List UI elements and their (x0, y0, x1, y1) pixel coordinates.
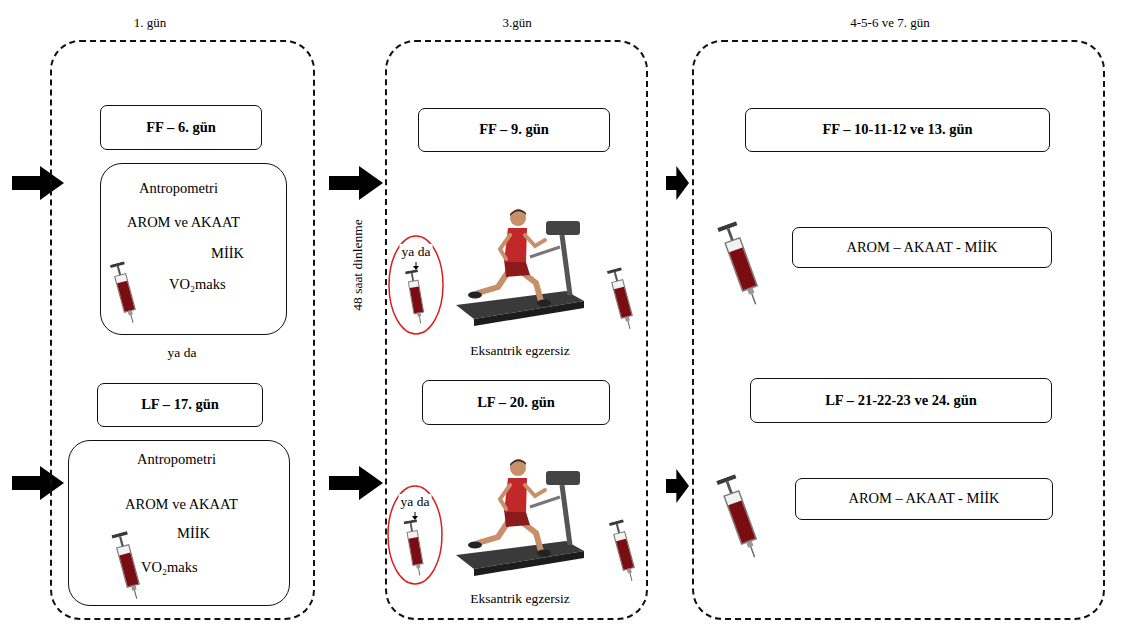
box-text: MİİK (211, 245, 244, 262)
panel-heading: 4-5-6 ve 7. gün (850, 15, 929, 31)
syringe-icon (112, 531, 145, 601)
day-box: LF – 20. gün (422, 380, 610, 425)
measurement-box: AntropometriAROM ve AKAAT MİİK VO₂maks (68, 440, 290, 606)
pointer-arrow-head (412, 516, 418, 520)
syringe-icon (717, 221, 765, 308)
day-box: AROM – AKAAT - MİİK (792, 227, 1052, 268)
box-text: MİİK (177, 525, 210, 542)
box-text: LF – 21-22-23 ve 24. gün (825, 392, 977, 409)
syringe-icon (716, 474, 764, 561)
box-text: FF – 6. gün (146, 119, 216, 136)
syringe-icon (404, 519, 427, 576)
box-text: VO₂maks (141, 559, 198, 576)
block-arrow (666, 166, 689, 200)
box-text: AROM – AKAAT - MİİK (846, 239, 997, 256)
box-text: AROM ve AKAAT (127, 214, 240, 231)
syringe-icon (405, 269, 427, 324)
photo-frame (448, 455, 592, 580)
box-text: LF – 17. gün (141, 396, 219, 413)
input-arrow (12, 466, 64, 500)
note-label: Eksantrik egzersiz (468, 591, 571, 607)
input-arrow (12, 166, 64, 200)
note-label: ya da (400, 244, 433, 260)
highlight-ellipse (388, 486, 442, 584)
photo-frame (448, 205, 592, 330)
pointer-arrow-head (413, 266, 419, 270)
day-panel: 1. günFF – 6. günAntropometriAROM ve AKA… (50, 40, 315, 620)
day-box: LF – 21-22-23 ve 24. gün (750, 378, 1052, 423)
day-panel: 4-5-6 ve 7. günFF – 10-11-12 ve 13. günA… (692, 40, 1105, 620)
block-arrow (666, 469, 689, 503)
box-text: LF – 20. gün (477, 394, 555, 411)
measurement-box: AntropometriAROM ve AKAAT MİİK VO₂maks (100, 163, 287, 335)
syringe-icon (110, 261, 140, 325)
syringe-icon (609, 519, 639, 583)
note-label: Eksantrik egzersiz (468, 343, 571, 359)
treadmill-illustration (456, 459, 584, 576)
rest-note: 48 saat dinlenme (350, 217, 366, 312)
highlight-ellipse (389, 236, 443, 334)
block-arrow (329, 166, 383, 200)
box-text: VO₂maks (169, 276, 226, 293)
treadmill-illustration (456, 209, 584, 326)
block-arrow (329, 466, 383, 500)
day-box: LF – 17. gün (97, 383, 263, 427)
note-label: ya da (399, 494, 432, 510)
box-text: AROM – AKAAT - MİİK (848, 490, 999, 507)
day-panel: 3.günFF – 9. günLF – 20. gün (385, 40, 648, 620)
box-text: Antropometri (137, 451, 216, 468)
box-text: FF – 10-11-12 ve 13. gün (822, 121, 972, 138)
day-box: FF – 10-11-12 ve 13. gün (745, 108, 1050, 152)
syringe-icon (607, 267, 637, 331)
day-box: AROM – AKAAT - MİİK (795, 478, 1053, 520)
panel-heading: 3.gün (502, 15, 531, 31)
box-text: AROM ve AKAAT (125, 496, 238, 513)
box-text: FF – 9. gün (479, 121, 549, 138)
day-box: FF – 6. gün (100, 105, 262, 150)
note-label: ya da (166, 345, 199, 361)
panel-heading: 1. gün (134, 15, 167, 31)
box-text: Antropometri (139, 180, 218, 197)
day-box: FF – 9. gün (418, 108, 610, 152)
